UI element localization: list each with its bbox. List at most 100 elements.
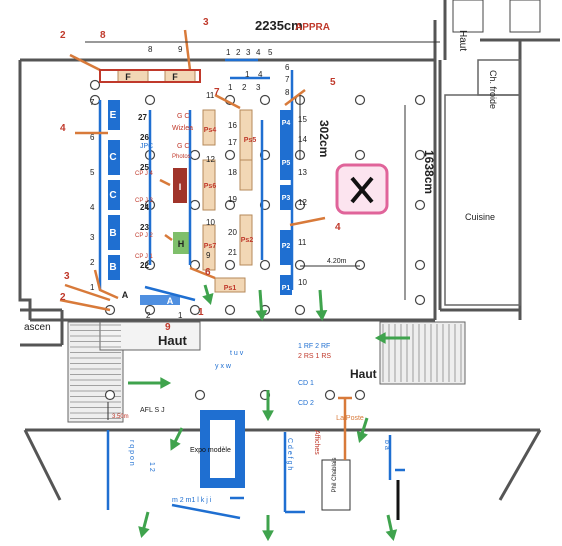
stair-treads bbox=[70, 324, 462, 419]
stand-label-Ps5: Ps5 bbox=[244, 137, 257, 144]
stand-c2 bbox=[108, 180, 120, 210]
inner-num-21: 10 bbox=[298, 278, 307, 287]
stand-label-Ps2: Ps2 bbox=[241, 237, 254, 244]
stand-F1: F bbox=[125, 72, 131, 82]
red-callout-4: 6 bbox=[205, 267, 211, 278]
inner-num-16: 15 bbox=[298, 115, 307, 124]
inner-num-0: 27 bbox=[138, 113, 147, 122]
cp-label-0: CP J 4 bbox=[135, 171, 154, 177]
stand-B2: B bbox=[109, 262, 116, 273]
top-num-7: 1 bbox=[245, 70, 250, 79]
phil: Phil Chablais bbox=[332, 457, 338, 492]
red-callout-7: 2 bbox=[60, 292, 66, 303]
dim-width: 2235cm bbox=[255, 18, 303, 33]
cd1: CD 1 bbox=[298, 380, 314, 387]
stand-lines bbox=[98, 58, 405, 520]
top-num-14: 8 bbox=[285, 88, 290, 97]
top-num-3: 2 bbox=[236, 48, 241, 57]
dim-420: 4.20m bbox=[327, 258, 347, 265]
top-num-8: 4 bbox=[258, 70, 263, 79]
stand-C1: C bbox=[109, 152, 116, 163]
dimension-lines bbox=[85, 41, 440, 420]
col-left-nums: 1 2 bbox=[148, 462, 155, 472]
left-num-1: 6 bbox=[90, 133, 95, 142]
dim-1638: 1638cm bbox=[422, 150, 436, 194]
inner-num-1: 26 bbox=[140, 133, 149, 142]
wizlea: Wizlea bbox=[172, 125, 193, 132]
top-num-1: 9 bbox=[178, 45, 183, 54]
ch-froide: Ch. froide bbox=[488, 70, 498, 109]
inner-num-20: 11 bbox=[298, 238, 307, 247]
row-tuv: t u v bbox=[230, 350, 244, 357]
inner-num-3: 24 bbox=[140, 203, 149, 212]
stand-label-P1: P1 bbox=[282, 285, 291, 292]
stair-codes-a: 1 RF 2 RF bbox=[298, 343, 330, 350]
stair-codes-b: 2 RS 1 RS bbox=[298, 353, 331, 360]
top-num-12: 6 bbox=[285, 63, 290, 72]
inner-num-18: 13 bbox=[298, 168, 307, 177]
red-callout-1: 3 bbox=[203, 17, 209, 28]
stand-I: I bbox=[179, 182, 182, 192]
left-num-4: 3 bbox=[90, 233, 95, 242]
inner-num-23: 1 bbox=[178, 311, 183, 320]
dim-302: 302cm bbox=[317, 120, 331, 157]
top-num-6: 5 bbox=[268, 48, 273, 57]
red-callout-8: 4 bbox=[335, 222, 341, 233]
stand-label-Ps6: Ps6 bbox=[204, 183, 217, 190]
stand-A1: A bbox=[122, 290, 129, 300]
inner-num-19: 12 bbox=[298, 198, 307, 207]
cuisine: Cuisine bbox=[465, 212, 495, 222]
kitchen-area bbox=[444, 0, 541, 306]
row-yxw: y x w bbox=[215, 363, 232, 370]
stand-i bbox=[173, 168, 187, 203]
stand-B1: B bbox=[109, 228, 116, 239]
top-num-13: 7 bbox=[285, 75, 290, 84]
cp-label-2: CP J 2 bbox=[135, 233, 154, 239]
stand-label-Ps7: Ps7 bbox=[204, 243, 217, 250]
stand-C2: C bbox=[109, 190, 116, 201]
left-num-3: 4 bbox=[90, 203, 95, 212]
red-callout-5: 7 bbox=[214, 87, 220, 98]
ascen: ascen bbox=[24, 322, 51, 333]
red-callout-6: 3 bbox=[64, 271, 70, 282]
stand-e bbox=[108, 100, 120, 130]
col-letters: C d e f g h bbox=[286, 438, 293, 470]
stand-p3 bbox=[280, 185, 292, 210]
stand-p1 bbox=[280, 275, 292, 295]
inner-num-10: 16 bbox=[228, 121, 237, 130]
inner-num-22: 2 bbox=[146, 311, 151, 320]
cp-label-1: CP J 3 bbox=[135, 198, 154, 204]
inner-num-2: 25 bbox=[140, 163, 149, 172]
pillars bbox=[89, 79, 426, 401]
inner-num-6: 11 bbox=[206, 91, 215, 100]
photos: Photos bbox=[172, 154, 191, 160]
afl: AFL S J bbox=[140, 407, 165, 414]
stand-b2 bbox=[108, 255, 120, 280]
la-poste: La Poste bbox=[336, 415, 364, 422]
stand-H: H bbox=[178, 239, 185, 249]
inner-num-9: 9 bbox=[206, 251, 211, 260]
stand-E: E bbox=[110, 110, 117, 121]
stand-label-Ps1: Ps1 bbox=[224, 285, 237, 292]
left-num-0: 7 bbox=[90, 98, 95, 107]
gc1: G C bbox=[177, 113, 189, 120]
dim-350: 3.50m bbox=[112, 414, 129, 420]
callout-lines bbox=[59, 29, 352, 460]
inner-num-13: 19 bbox=[228, 195, 237, 204]
red-callout-0: 2 bbox=[60, 30, 66, 41]
red-callout-3: 5 bbox=[330, 77, 336, 88]
top-num-9: 1 bbox=[228, 83, 233, 92]
inner-num-5: 22 bbox=[140, 261, 149, 270]
cd2: CD 2 bbox=[298, 400, 314, 407]
inner-num-15: 21 bbox=[228, 248, 237, 257]
inner-num-8: 10 bbox=[206, 218, 215, 227]
cp-label-3: CP J 1 bbox=[135, 254, 154, 260]
stand-h bbox=[173, 232, 189, 254]
stand-A2: A bbox=[167, 296, 174, 306]
stand-p5 bbox=[280, 150, 292, 180]
inner-num-4: 23 bbox=[140, 223, 149, 232]
fork-knife-icon bbox=[335, 163, 389, 215]
exit-arrows bbox=[128, 284, 410, 542]
